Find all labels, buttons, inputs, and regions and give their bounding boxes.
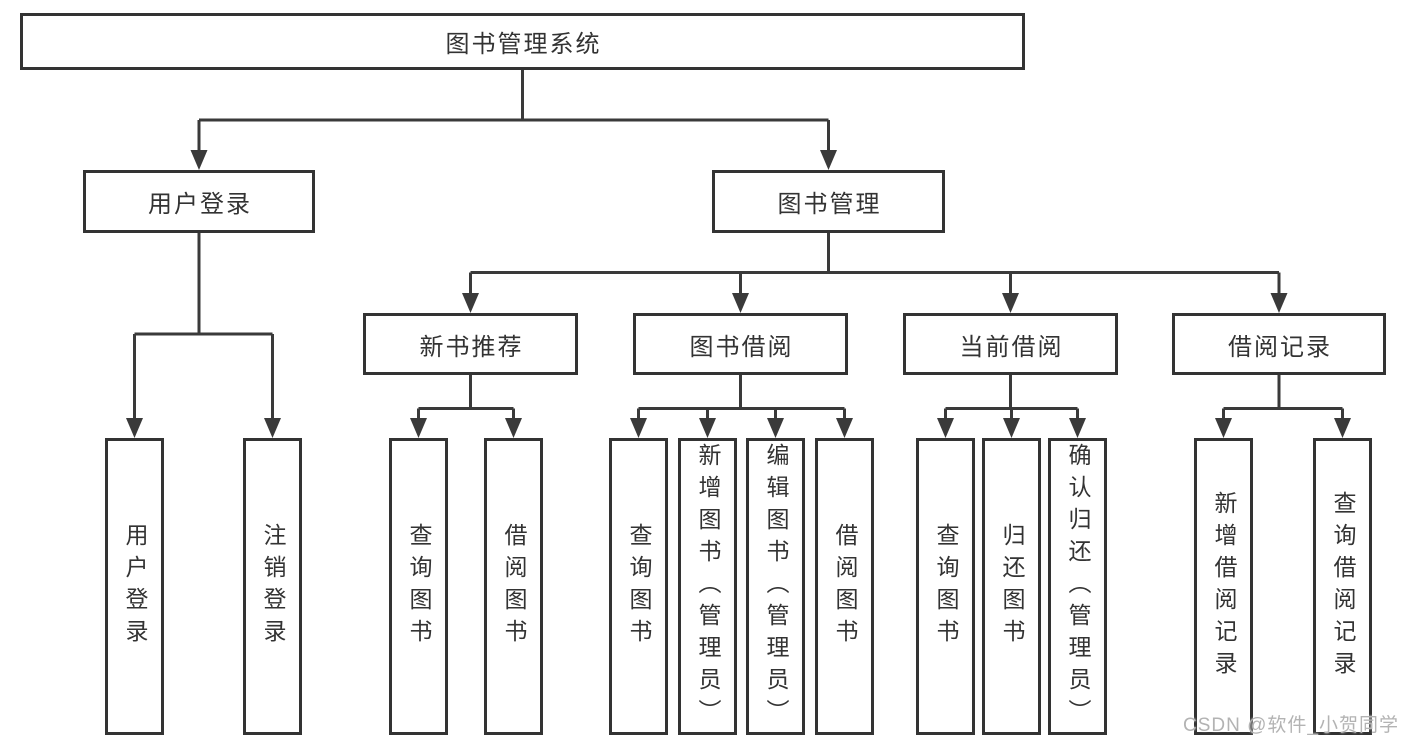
node-library-management-system: 图书管理系统	[20, 13, 1025, 70]
leaf-label: 用户登录	[122, 522, 148, 651]
leaf-label: 查询借阅记录	[1330, 490, 1356, 683]
leaf-query-books-current: 查询图书	[916, 438, 975, 735]
node-book-management: 图书管理	[712, 170, 945, 233]
leaf-label: 新增借阅记录	[1211, 490, 1237, 683]
node-label: 图书管理	[777, 191, 882, 218]
leaf-label: 归还图书	[999, 522, 1025, 651]
leaf-label: 编辑图书（管理员）	[763, 442, 789, 731]
leaf-borrow-books-borrowing: 借阅图书	[815, 438, 874, 735]
leaf-user-login: 用户登录	[105, 438, 164, 735]
leaf-label: 注销登录	[260, 522, 286, 651]
leaf-logout: 注销登录	[243, 438, 302, 735]
leaf-label: 查询图书	[933, 522, 959, 651]
node-label: 用户登录	[148, 191, 252, 218]
leaf-confirm-return-admin: 确认归还（管理员）	[1048, 438, 1107, 735]
connector-new-book-recommend	[410, 375, 522, 438]
leaf-query-books-recommend: 查询图书	[389, 438, 448, 735]
node-book-borrowing: 图书借阅	[633, 313, 848, 375]
node-current-borrowing: 当前借阅	[903, 313, 1118, 375]
connector-borrowing-records	[1215, 375, 1351, 438]
leaf-return-books: 归还图书	[982, 438, 1041, 735]
leaf-add-book-admin: 新增图书（管理员）	[678, 438, 737, 735]
csdn-watermark: CSDN @软件_小贺同学	[1183, 715, 1399, 736]
leaf-label: 确认归还（管理员）	[1065, 442, 1091, 731]
connector-book-management	[462, 233, 1288, 313]
connector-book-borrowing	[630, 375, 853, 438]
leaf-query-books-borrowing: 查询图书	[609, 438, 668, 735]
leaf-borrow-books-recommend: 借阅图书	[484, 438, 543, 735]
node-label: 图书借阅	[689, 333, 794, 361]
leaf-label: 查询图书	[406, 522, 432, 651]
node-new-book-recommend: 新书推荐	[363, 313, 578, 375]
leaf-label: 借阅图书	[501, 522, 527, 651]
leaf-label: 查询图书	[626, 522, 652, 651]
leaf-edit-book-admin: 编辑图书（管理员）	[746, 438, 805, 735]
leaf-query-borrow-record: 查询借阅记录	[1313, 438, 1372, 735]
connector-user-login	[126, 233, 281, 438]
leaf-add-borrow-record: 新增借阅记录	[1194, 438, 1253, 735]
leaf-label: 新增图书（管理员）	[695, 442, 721, 731]
node-label: 当前借阅	[959, 333, 1064, 361]
node-label: 借阅记录	[1228, 333, 1332, 361]
connector-root	[190, 70, 837, 170]
node-label: 图书管理系统	[445, 31, 602, 58]
connector-current-borrowing	[937, 375, 1086, 438]
leaf-label: 借阅图书	[832, 522, 858, 651]
node-label: 新书推荐	[419, 333, 524, 361]
node-borrowing-records: 借阅记录	[1172, 313, 1386, 375]
node-user-login: 用户登录	[83, 170, 315, 233]
